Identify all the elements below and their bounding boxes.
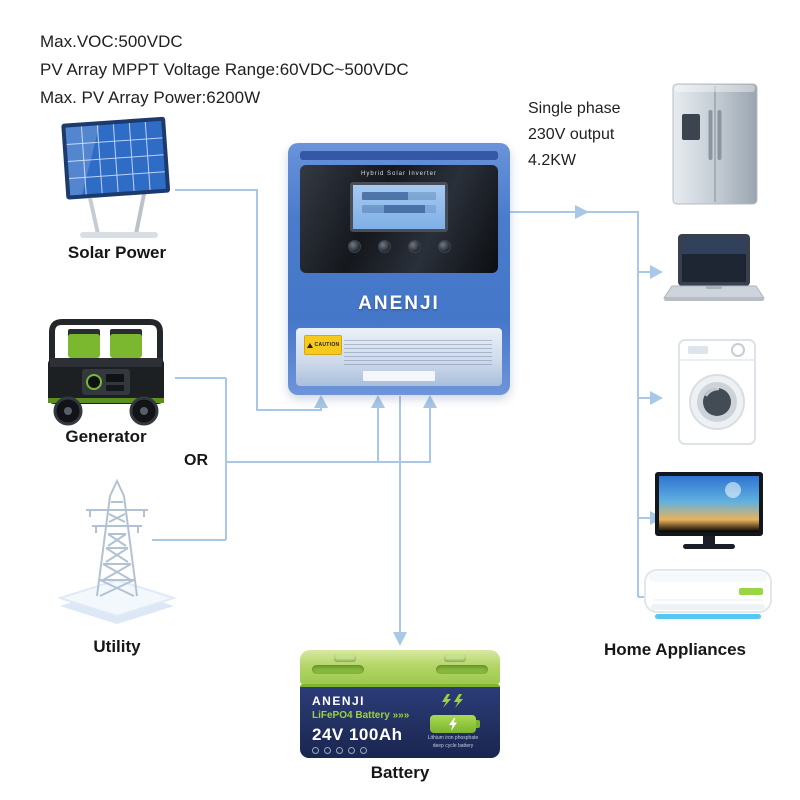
inverter-brand-logo: ANENJI [358, 293, 440, 314]
arrow-laptop [650, 265, 663, 279]
battery-handle-right [436, 665, 488, 674]
spec-line-2: PV Array MPPT Voltage Range:60VDC~500VDC [40, 60, 409, 79]
inverter-top-strip [300, 151, 498, 160]
inverter-vents [344, 337, 492, 365]
refrigerator-icon [672, 83, 758, 205]
battery-brand: ANENJI [312, 694, 366, 708]
inverter-panel-title: Hybrid Solar Inverter [360, 171, 438, 177]
battery-capacity: 24V 100Ah [312, 725, 403, 744]
inverter-buttons [300, 240, 498, 253]
washing-machine-icon [678, 339, 756, 445]
battery-label-text: ANENJI LiFePO4 Battery »»» 24V 100Ah [312, 694, 409, 754]
solar-caption: Solar Power [67, 243, 167, 262]
lcd-segments-row2 [362, 205, 436, 213]
solar-line [175, 189, 322, 411]
arrow-battery-down [393, 632, 407, 646]
caution-text: CAUTION [314, 342, 340, 348]
arrow-solar-up [314, 395, 328, 408]
inverter-label-strip [363, 371, 435, 381]
battery-note-1: Lithium iron phosphate [427, 735, 479, 741]
caution-sticker: CAUTION [304, 335, 342, 355]
battery-type-arrows: »»» [392, 710, 410, 721]
battery-type: LiFePO4 Battery »»» [312, 710, 409, 721]
warning-triangle-icon [306, 342, 313, 348]
output-line [510, 211, 639, 597]
solar-panel-icon [61, 116, 171, 238]
lightning-bolts-icon [442, 694, 463, 708]
arrow-acin-up-2 [423, 395, 437, 408]
inverter-front-panel: Hybrid Solar Inverter [300, 165, 498, 273]
battery-type-text: LiFePO4 Battery [312, 710, 390, 721]
output-line-2: 230V output [528, 126, 615, 143]
utility-caption: Utility [93, 637, 141, 656]
arrow-acin-up-1 [371, 395, 385, 408]
inverter-button-2 [377, 240, 391, 253]
generator-caption: Generator [65, 427, 147, 446]
battery-terminal-positive [334, 654, 356, 662]
ac-input-line [226, 408, 431, 463]
battery-caption: Battery [370, 763, 430, 782]
appliances-caption: Home Appliances [603, 640, 747, 659]
laptop-icon [663, 234, 765, 301]
utility-icon [56, 478, 178, 624]
or-label: OR [184, 452, 208, 469]
output-specs: Single phase 230V output 4.2KW [528, 96, 621, 174]
inverter-button-3 [407, 240, 421, 253]
output-line-3: 4.2KW [528, 152, 577, 169]
battery-charge-icon [430, 715, 480, 733]
pv-specs: Max.VOC:500VDC PV Array MPPT Voltage Ran… [40, 28, 409, 112]
spec-line-1: Max.VOC:500VDC [40, 32, 183, 51]
arrow-washer [650, 391, 663, 405]
air-conditioner-icon [644, 569, 772, 619]
battery-handle-left [312, 665, 364, 674]
ac-brand-mark [739, 588, 763, 595]
battery-label-right: Lithium iron phosphate deep cycle batter… [418, 694, 488, 754]
inverter-lcd-screen [350, 182, 448, 232]
battery-unit: ANENJI LiFePO4 Battery »»» 24V 100Ah Li [300, 650, 500, 758]
battery-top-cap [300, 650, 500, 684]
arrow-output-right [575, 205, 589, 219]
inverter: Hybrid Solar Inverter ANENJI CAUTION [288, 143, 510, 395]
output-line-1: Single phase [528, 100, 621, 117]
battery-front-label: ANENJI LiFePO4 Battery »»» 24V 100Ah Li [300, 684, 500, 758]
battery-cert-icons [312, 747, 367, 754]
spec-line-3: Max. PV Array Power:6200W [40, 88, 261, 107]
inverter-button-1 [347, 240, 361, 253]
lcd-segments-row1 [362, 192, 436, 200]
bolt-icon [449, 717, 457, 731]
generator-icon [48, 319, 164, 426]
inverter-button-4 [437, 240, 451, 253]
tv-icon [655, 472, 763, 549]
battery-terminal-negative [444, 654, 466, 662]
inverter-lower-section: CAUTION [296, 328, 502, 386]
battery-note-2: deep cycle battery [432, 742, 474, 749]
